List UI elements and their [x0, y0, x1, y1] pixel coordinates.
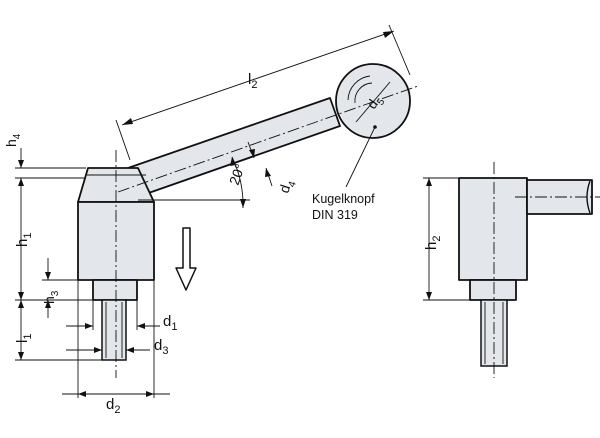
l2-dimension-line: [121, 30, 395, 126]
lever-side-view: [77, 63, 419, 378]
dimension-h1: h1: [14, 178, 93, 301]
dimension-h2: h2: [423, 177, 470, 301]
ball-shading-arc: [354, 82, 373, 104]
dimension-d2: d2: [62, 280, 170, 416]
h3-arrow: [45, 272, 51, 280]
d5-dimension-line: [355, 81, 391, 123]
d2-arrow: [78, 391, 86, 397]
d3-arrow: [126, 347, 134, 353]
direction-arrow: [175, 227, 197, 291]
ball-shading-arc: [347, 75, 371, 101]
d2-label: d2: [106, 396, 120, 416]
h4-arrow: [18, 160, 24, 168]
dimension-l1: l1: [14, 300, 102, 361]
knob-note-line2: DIN 319: [312, 208, 358, 222]
dimension-l2: l2: [115, 24, 411, 161]
angle-label: 20°: [226, 162, 248, 187]
dimension-d5: d5: [355, 81, 391, 123]
d1-label: d1: [163, 313, 177, 333]
l1-label: l1: [14, 334, 34, 343]
angle-arrow: [230, 157, 236, 166]
h1-arrow: [18, 292, 24, 300]
d4-label: d4: [276, 177, 299, 196]
dimension-d3: d3: [66, 337, 168, 357]
ball-knob: [335, 63, 411, 139]
h2-arrow: [426, 292, 432, 300]
h1-arrow: [18, 178, 24, 186]
dimension-h4: h4: [3, 133, 86, 179]
angle-dimension: 20°: [138, 156, 250, 209]
knob-leader-line: [345, 126, 376, 188]
dimension-d4: d4: [247, 141, 299, 196]
h4-label: h4: [3, 133, 23, 147]
hub-collar: [92, 279, 138, 301]
angle-arrow: [240, 199, 246, 208]
l2-arrow: [383, 31, 394, 38]
d1-arrow: [137, 323, 145, 329]
d4-arrow: [249, 149, 255, 158]
knob-note: Kugelknopf DIN 319: [312, 125, 377, 222]
knob-note-line1: Kugelknopf: [312, 192, 375, 206]
l1-arrow: [18, 300, 24, 308]
side-collar: [469, 279, 517, 301]
dimension-d1: d1: [66, 290, 177, 333]
h2-arrow: [426, 178, 432, 186]
lever-centre-line: [117, 85, 419, 193]
down-arrow-icon: [175, 227, 197, 291]
l2-label: l2: [248, 71, 257, 91]
knob-leader-dot: [373, 125, 377, 129]
l2-extension-line: [115, 119, 131, 161]
side-view: [458, 162, 600, 378]
d3-arrow: [94, 347, 102, 353]
side-hub-body: [458, 177, 528, 281]
h3-label: h3: [41, 290, 61, 304]
d4-arrow: [265, 168, 271, 177]
d1-arrow: [85, 323, 93, 329]
h2-label: h2: [423, 236, 443, 250]
h3-arrow: [45, 300, 51, 308]
d2-arrow: [146, 391, 154, 397]
dimension-h3: h3: [41, 258, 93, 318]
l2-arrow: [122, 118, 133, 125]
d3-label: d3: [154, 337, 168, 357]
l1-arrow: [18, 352, 24, 360]
l2-extension-line: [388, 24, 411, 76]
h1-label: h1: [14, 233, 34, 247]
